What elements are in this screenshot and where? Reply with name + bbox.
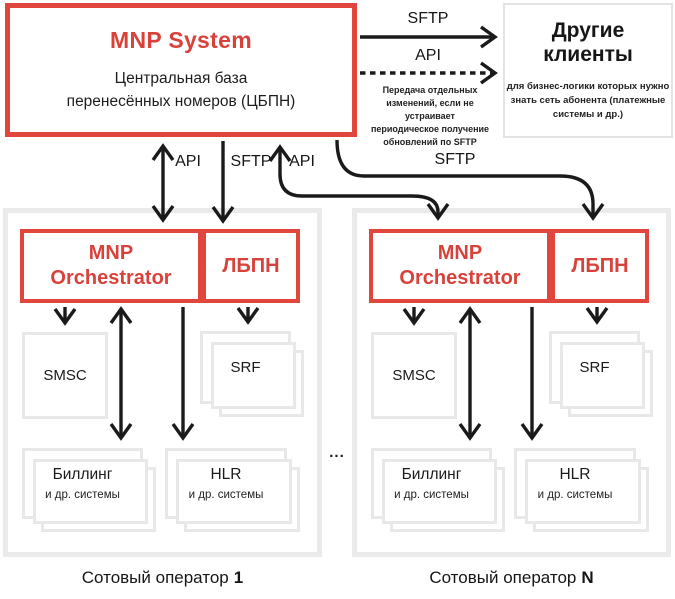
operator-1-billing-box: Биллинг и др. системы (22, 448, 156, 532)
api-note: Передача отдельных изменений, если не ус… (370, 85, 490, 147)
mnp-system-title: MNP System (110, 27, 252, 53)
operator-n-billing-box: Биллинг и др. системы (371, 448, 505, 532)
operator-1-smsc-box: SMSC (22, 332, 108, 419)
other-clients-title-line1: Другие (551, 19, 625, 42)
api-right-label: API (289, 153, 315, 170)
other-clients-title: Другие клиенты (543, 19, 633, 67)
operators-ellipsis: ... (329, 444, 345, 461)
operator-n-smsc-box: SMSC (371, 332, 457, 419)
operator-1-lbpn-box: ЛБПН (202, 229, 300, 303)
sftp-top-label: SFTP (407, 10, 449, 27)
operator-n-mnp-orchestrator-box: MNP Orchestrator (369, 229, 551, 303)
api-left-label: API (175, 153, 201, 170)
api-top-label: API (415, 47, 441, 64)
operator-1-hlr-box: HLR и др. системы (165, 448, 300, 532)
mnp-system-box: MNP System Центральная база перенесённых… (5, 3, 357, 137)
mnp-system-subtitle-line1: Центральная база (114, 70, 248, 87)
other-clients-title-line2: клиенты (543, 43, 633, 66)
sftp-mid-label: SFTP (230, 153, 272, 170)
operator-n-lbpn-box: ЛБПН (551, 229, 649, 303)
mnp-system-subtitle-line2: перенесённых номеров (ЦБПН) (66, 93, 296, 110)
sftp-curve-label: SFTP (434, 151, 476, 168)
operator-1-mnp-orchestrator-box: MNP Orchestrator (20, 229, 202, 303)
other-clients-box: Другие клиенты для бизнес-логики которых… (503, 3, 673, 138)
other-clients-note: для бизнес-логики которых нужно знать се… (506, 81, 670, 120)
operator-group-1: MNP Orchestrator ЛБПН SMSC SRF Биллинг и… (3, 208, 322, 599)
mnp-system-subtitle: Центральная база перенесённых номеров (Ц… (67, 67, 296, 113)
operator-n-hlr-box: HLR и др. системы (514, 448, 649, 532)
operator-n-srf-box: SRF (549, 331, 653, 417)
operator-1-srf-box: SRF (200, 331, 304, 417)
operator-group-n: MNP Orchestrator ЛБПН SMSC SRF Биллинг и… (352, 208, 671, 599)
